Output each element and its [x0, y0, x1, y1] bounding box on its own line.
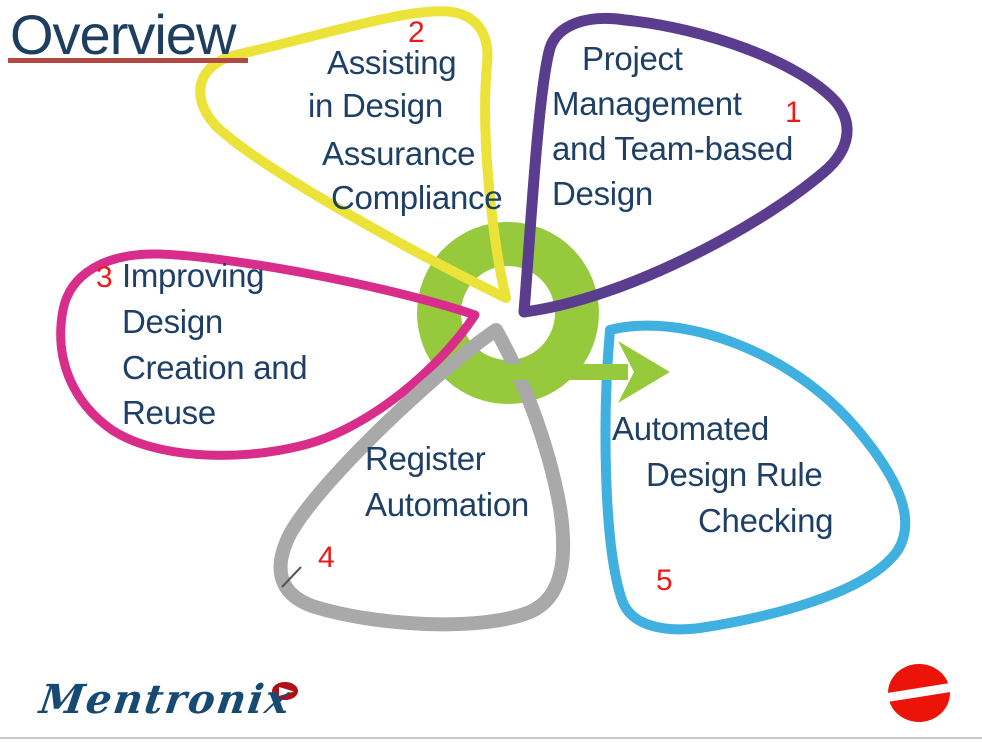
petal-outline-design-assurance: [195, 6, 511, 303]
arrow-head: [618, 341, 670, 403]
slide-bottom-border: [0, 737, 982, 739]
petal-3-label-line: Creation and: [122, 349, 308, 386]
petal-outline-design-creation: [56, 249, 480, 460]
arrow-shaft: [466, 364, 628, 380]
petal-5-label-line: Checking: [698, 502, 834, 539]
petal-2-label-line: Assisting: [327, 44, 457, 81]
petal-5-label-line: Automated: [612, 410, 769, 447]
petal-3-number: 3: [96, 261, 113, 294]
petal-1-label-line: Design: [552, 175, 653, 212]
petal-1-label-line: Management: [552, 85, 742, 122]
corner-logo-icon: [881, 664, 957, 722]
petal-5-label-line: Design Rule: [646, 456, 823, 493]
petal-1-number: 1: [785, 96, 802, 129]
brand-arrow-icon: [272, 682, 298, 700]
petal-4-label-line: Register: [365, 440, 486, 477]
title-underline: [8, 58, 248, 63]
petal-3-label-line: Reuse: [122, 394, 216, 431]
center-ring: [417, 222, 599, 404]
petal-2-label-line: Assurance: [322, 135, 476, 172]
petal-4-label-line: Automation: [365, 486, 529, 523]
page-title: Overview: [10, 3, 236, 66]
petal-3-label-line: Improving: [122, 257, 265, 294]
petal-2-number: 2: [408, 16, 425, 49]
brand-logo-text: Mentronix: [36, 676, 295, 723]
petal-outline-design-rule-checking: [600, 320, 911, 635]
petal-2-label-line: in Design: [308, 87, 443, 124]
tick-mark: [281, 566, 302, 588]
petal-outline-project-management: [518, 12, 853, 318]
center-arrow-right-icon: [466, 341, 670, 403]
petal-1-label-line: Project: [582, 40, 683, 77]
petal-1-label-line: and Team-based: [552, 130, 794, 167]
petal-outline-register-automation: [273, 323, 571, 632]
petal-4-number: 4: [318, 541, 335, 574]
petal-2-label-line: Compliance: [331, 179, 503, 216]
petal-3-label-line: Design: [122, 303, 223, 340]
petal-5-number: 5: [656, 564, 673, 597]
